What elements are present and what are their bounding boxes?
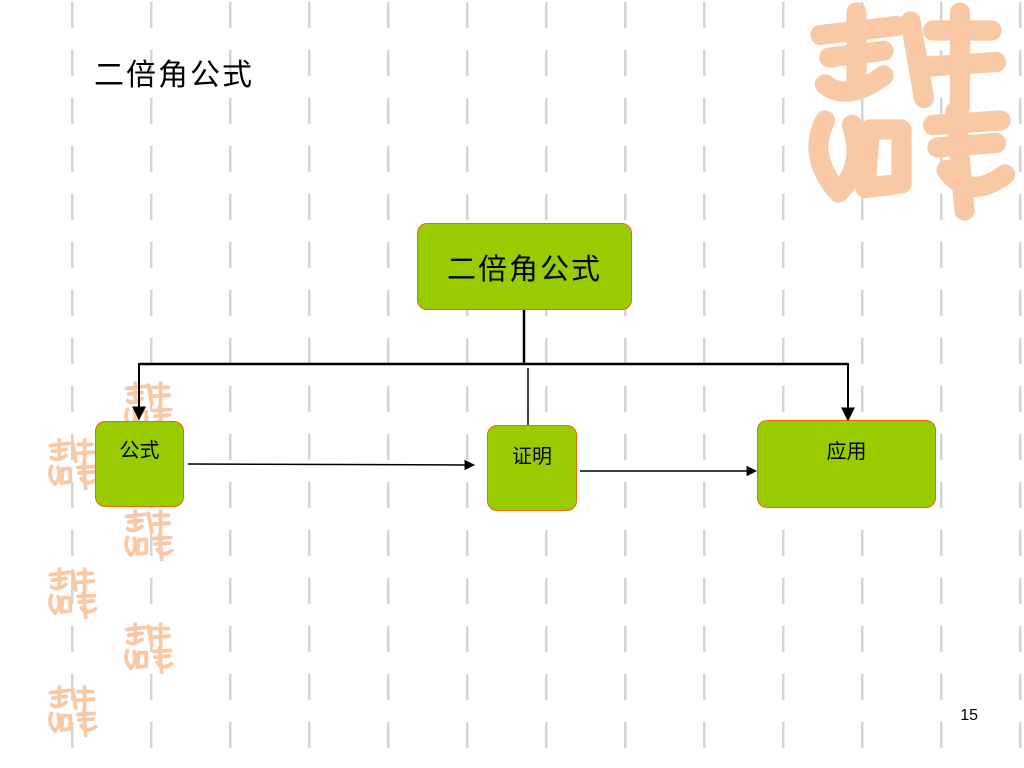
node-application-label: 应用 [826,439,867,463]
node-application: 应用 [757,420,936,508]
node-proof: 证明 [487,425,577,511]
node-root-label: 二倍角公式 [446,251,602,286]
slide-title: 二倍角公式 [94,58,254,93]
node-root-double-angle-formula: 二倍角公式 [417,223,632,310]
page-number: 15 [960,707,978,724]
tree-connector [139,310,848,366]
node-formula-label: 公式 [119,438,160,462]
arrow-formula-to-proof [187,459,476,471]
node-proof-label: 证明 [512,444,552,468]
node-formula: 公式 [95,421,184,507]
